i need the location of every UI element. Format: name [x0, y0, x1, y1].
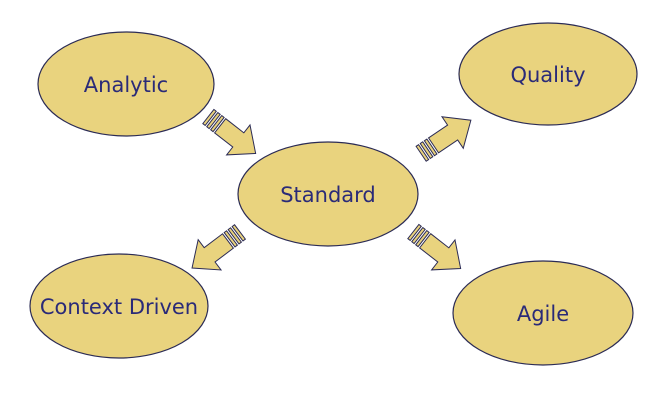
node-label-quality: Quality [510, 63, 585, 87]
arrow-standard-to-quality [410, 103, 482, 171]
arrow-standard-to-agile [401, 216, 473, 284]
node-standard: Standard [237, 141, 419, 247]
node-analytic: Analytic [37, 31, 215, 137]
node-label-agile: Agile [517, 302, 569, 326]
node-agile: Agile [452, 260, 634, 366]
arrow-analytic-to-standard [196, 101, 268, 169]
node-label-standard: Standard [280, 183, 376, 207]
node-quality: Quality [458, 22, 638, 126]
node-context-driven: Context Driven [29, 253, 209, 359]
node-label-context-driven: Context Driven [40, 295, 198, 319]
arrow-standard-to-context-driven [180, 216, 252, 284]
node-label-analytic: Analytic [84, 73, 168, 97]
